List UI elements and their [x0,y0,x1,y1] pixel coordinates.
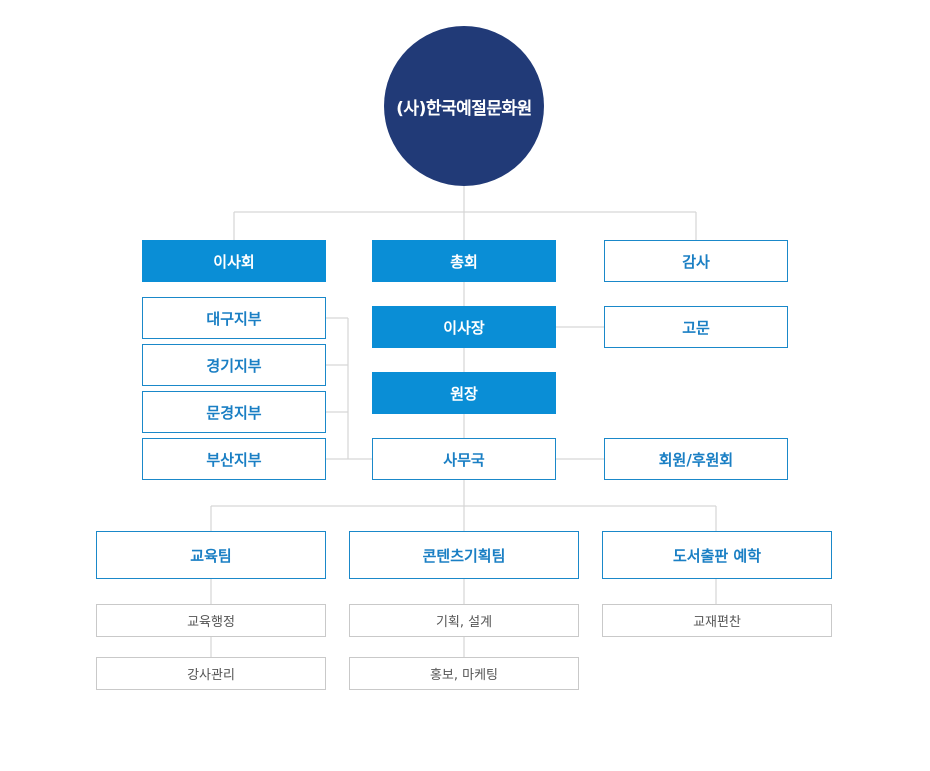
task-label: 교육행정 [187,615,235,630]
task-label: 강사관리 [187,668,235,683]
branch-box-daegu: 대구지부 [142,297,326,339]
auditor-box: 감사 [604,240,788,282]
task-label: 홍보, 마케팅 [429,668,499,683]
task-label: 교재편찬 [693,615,741,630]
team-box-content-planning: 콘텐츠기획팀 [349,531,579,579]
branch-label: 경기지부 [206,356,262,375]
secretariat-box: 사무국 [372,438,556,480]
branch-label: 대구지부 [206,309,262,328]
chairman-label: 이사장 [443,318,485,337]
branch-box-gyeonggi: 경기지부 [142,344,326,386]
task-box: 홍보, 마케팅 [349,657,579,690]
board-box: 이사회 [142,240,326,282]
branch-box-mungyeong: 문경지부 [142,391,326,433]
director-box: 원장 [372,372,556,414]
auditor-label: 감사 [682,252,710,271]
team-box-publishing: 도서출판 예학 [602,531,832,579]
task-box: 교육행정 [96,604,326,637]
task-box: 교재편찬 [602,604,832,637]
members-label: 회원/후원회 [658,450,734,469]
task-box: 강사관리 [96,657,326,690]
director-label: 원장 [450,384,478,403]
board-label: 이사회 [213,252,255,271]
team-label: 도서출판 예학 [672,546,762,565]
task-label: 기획, 설계 [435,615,493,630]
branch-label: 문경지부 [206,403,262,422]
general-assembly-label: 총회 [450,252,478,271]
task-box: 기획, 설계 [349,604,579,637]
members-box: 회원/후원회 [604,438,788,480]
secretariat-label: 사무국 [443,450,485,469]
branch-label: 부산지부 [206,450,262,469]
general-assembly-box: 총회 [372,240,556,282]
chairman-box: 이사장 [372,306,556,348]
team-box-education: 교육팀 [96,531,326,579]
org-root-circle: (사)한국예절문화원 [384,26,544,186]
advisor-box: 고문 [604,306,788,348]
advisor-label: 고문 [682,318,710,337]
team-label: 콘텐츠기획팀 [422,546,506,565]
org-root-label: (사)한국예절문화원 [396,98,532,119]
branch-box-busan: 부산지부 [142,438,326,480]
team-label: 교육팀 [190,546,232,565]
